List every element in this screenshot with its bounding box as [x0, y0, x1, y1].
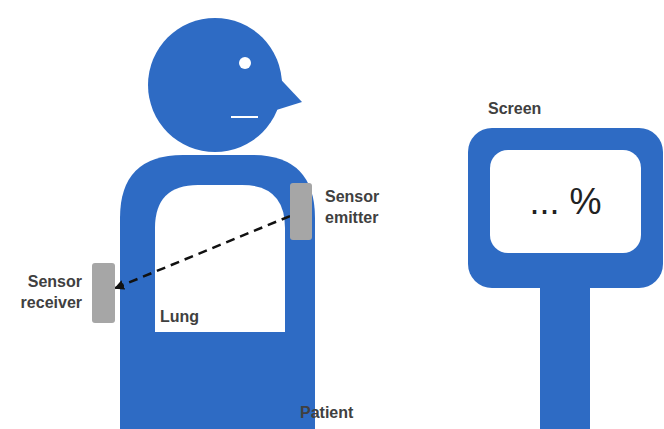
sensor-emitter: Sensor emitter — [290, 183, 312, 240]
screen-panel: ... % — [490, 150, 641, 253]
node-label: Screen — [488, 98, 608, 119]
patient-head — [148, 18, 282, 152]
signal-arrow — [115, 216, 290, 288]
screen-display: Screen... % — [468, 128, 663, 288]
screen-stand — [540, 280, 590, 429]
patient-body — [120, 155, 315, 429]
node-label: Sensor receiver — [0, 271, 82, 313]
sensor-receiver: Sensor receiver — [92, 263, 115, 323]
patient-mouth — [231, 116, 258, 118]
node-label: Sensor emitter — [325, 186, 435, 228]
patient-nose — [270, 68, 302, 112]
patient-label: Patient — [300, 402, 353, 423]
screen-value: ... % — [529, 191, 601, 212]
lung-label: Lung — [160, 306, 199, 327]
lung-region — [155, 185, 285, 332]
patient-eye — [239, 57, 251, 69]
